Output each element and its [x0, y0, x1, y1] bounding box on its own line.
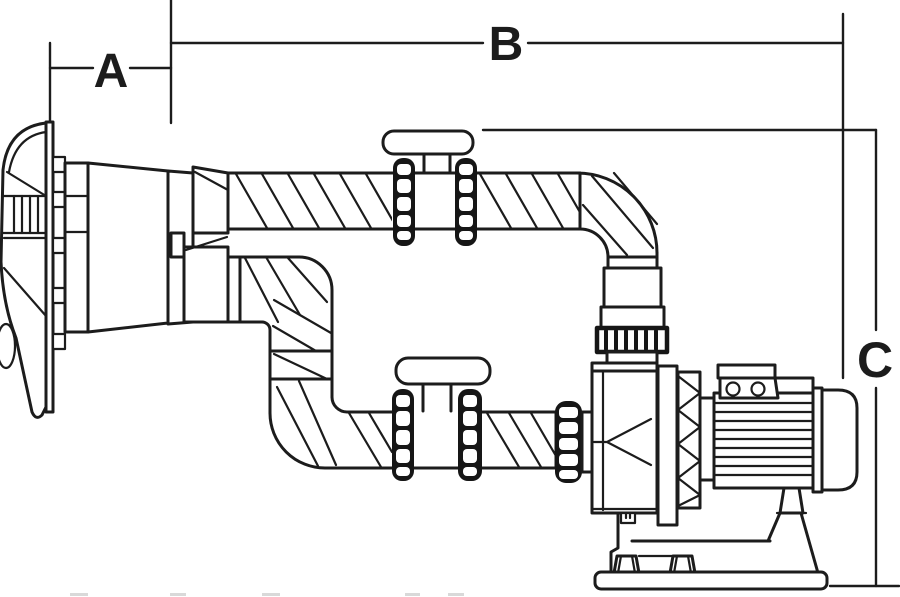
pump-bracket-bar: [656, 364, 679, 527]
fitting-lower-step: [169, 231, 186, 259]
fitting-clips: [51, 155, 67, 351]
terminal-box-lid: [716, 363, 777, 380]
upper-valve-flange-left: [393, 158, 415, 246]
fitting-bell-flange: [0, 121, 48, 419]
upper-pipe-run: [226, 171, 659, 270]
impeller-cone: [592, 417, 653, 467]
lower-valve-handle: [394, 356, 492, 386]
dimension-a: A: [48, 41, 173, 124]
shaft-spacer: [698, 396, 716, 482]
pedestal-left-riser: [609, 511, 623, 574]
fitting-bell-inner-curve: [7, 130, 48, 174]
suction-union: [555, 401, 594, 483]
lower-valve-flange-right: [458, 389, 482, 481]
dimension-b-label: B: [489, 18, 524, 71]
lower-valve-stem: [421, 382, 453, 413]
dimension-a-label: A: [94, 45, 129, 98]
pump-base: [593, 511, 829, 591]
wall-suction-fitting: [0, 120, 230, 419]
fitting-mounting-plate: [44, 120, 55, 414]
base-lugs: [612, 554, 697, 575]
motor-cooling-fins: [712, 401, 815, 477]
dimension-b: B: [169, 0, 845, 380]
fitting-body-main: [86, 161, 170, 334]
pedestal-left-slope: [766, 511, 782, 543]
upper-elbow-hatch: [581, 171, 659, 257]
terminal-box-screw-right: [750, 381, 766, 397]
union-collar: [605, 350, 659, 365]
fitting-bell-line-lower: [2, 266, 48, 318]
upper-valve-stem: [422, 152, 452, 174]
lower-valve-flange-left: [392, 389, 414, 481]
fitting-eyeball-outlet: [0, 322, 17, 370]
casing-foot: [619, 511, 637, 525]
upper-valve-handle: [381, 129, 475, 156]
upper-pipe-hatch: [234, 174, 579, 228]
pedestal-right-leg: [799, 511, 820, 575]
motor-assembly: [656, 363, 859, 527]
union-flange: [599, 305, 666, 330]
motor-body: [712, 391, 815, 490]
lower-pipe-hatch: [243, 255, 558, 469]
pump-casing: [590, 361, 659, 525]
base-plate: [593, 570, 829, 591]
cropped-text-artifacts: [70, 593, 464, 596]
motor-foot: [778, 486, 805, 515]
union-nut-ribs: [604, 329, 658, 351]
lower-shutoff-valve: [392, 356, 492, 481]
fitting-lower-port: [182, 245, 230, 324]
union-body: [602, 266, 663, 309]
upper-shutoff-valve: [381, 129, 477, 246]
discharge-union: [594, 266, 670, 365]
terminal-box-screw-left: [725, 381, 741, 397]
fitting-grate: [1, 194, 48, 240]
upper-valve-flange-right: [455, 158, 477, 246]
dimension-c: C: [481, 128, 900, 588]
bracket-fins: [676, 374, 702, 508]
lower-pipe-run: [226, 255, 558, 470]
motor-top-rail: [773, 376, 815, 395]
fan-cover: [820, 388, 859, 492]
fitting-bell-line-upper: [5, 170, 48, 198]
dimension-c-label: C: [857, 332, 893, 388]
fitting-body-inner: [63, 161, 90, 334]
fitting-upper-port: [191, 165, 230, 235]
